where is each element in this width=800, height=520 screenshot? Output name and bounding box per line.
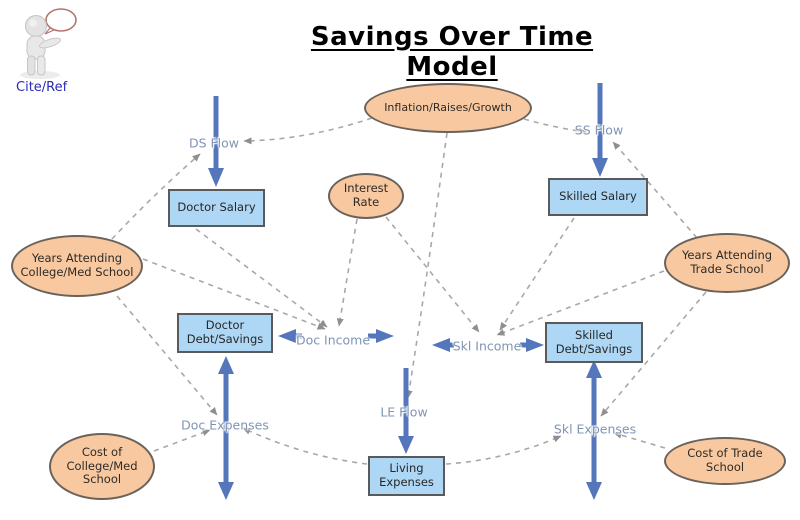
link-inflation-ssflow xyxy=(523,118,587,135)
link-living-docexpenses xyxy=(242,427,368,465)
variable-cost-trade[interactable]: Cost of Trade School xyxy=(664,437,786,485)
flow-arrow-ds[interactable] xyxy=(208,96,224,187)
variable-years-trade[interactable]: Years Attending Trade School xyxy=(664,233,790,293)
link-skilledsalary-sklincome xyxy=(499,217,575,331)
link-costcollege-docexpenses xyxy=(153,429,211,452)
flow-arrow-le[interactable] xyxy=(398,368,414,454)
stock-skilled-debt-savings[interactable]: Skilled Debt/Savings xyxy=(545,322,643,363)
page-title: Savings Over Time Model xyxy=(310,22,594,82)
flow-label-ds-flow[interactable]: DS Flow xyxy=(188,135,240,151)
stock-living-expenses[interactable]: Living Expenses xyxy=(368,456,445,496)
link-living-sklexpenses xyxy=(445,435,562,465)
flow-arrow-ss[interactable] xyxy=(592,83,608,177)
flow-label-skl-income[interactable]: Skl Income xyxy=(452,338,522,354)
link-yearstrade-ssflow xyxy=(612,141,698,239)
link-inflation-dsflow xyxy=(243,117,373,145)
flow-arrow-skl-income[interactable] xyxy=(432,338,544,352)
flow-label-doc-expenses[interactable]: Doc Expenses xyxy=(181,417,269,433)
variable-interest-rate[interactable]: Interest Rate xyxy=(328,173,404,219)
link-yearscollege-docincome xyxy=(142,258,326,330)
stock-doctor-salary[interactable]: Doctor Salary xyxy=(168,189,265,227)
flow-label-ss-flow[interactable]: SS Flow xyxy=(574,122,624,138)
link-yearstrade-sklexpenses xyxy=(600,291,707,417)
flow-arrow-doc-expenses[interactable] xyxy=(218,356,234,500)
link-yearscollege-dsflow xyxy=(111,153,201,240)
link-interest-docincome xyxy=(336,218,358,327)
stock-doctor-debt-savings[interactable]: Doctor Debt/Savings xyxy=(177,313,273,353)
link-interest-sklincome xyxy=(385,216,480,333)
flow-label-doc-income[interactable]: Doc Income xyxy=(295,332,371,348)
person-figure-icon[interactable] xyxy=(12,6,80,84)
link-doctorsalary-docincome xyxy=(195,228,328,328)
flow-label-le-flow[interactable]: LE Flow xyxy=(380,404,428,420)
link-inflation-leflow xyxy=(405,132,448,399)
cite-ref-link[interactable]: Cite/Ref xyxy=(16,80,68,95)
variable-cost-college[interactable]: Cost of College/Med School xyxy=(49,433,155,500)
variable-years-college[interactable]: Years Attending College/Med School xyxy=(11,235,143,297)
flow-arrow-doc-income[interactable] xyxy=(278,329,394,343)
flow-arrow-skl-expenses[interactable] xyxy=(586,360,602,500)
link-costtrade-sklexpenses xyxy=(613,431,666,449)
stock-skilled-salary[interactable]: Skilled Salary xyxy=(548,178,648,216)
flow-label-skl-expenses[interactable]: Skl Expenses xyxy=(553,421,637,437)
variable-inflation[interactable]: Inflation/Raises/Growth xyxy=(364,83,532,133)
